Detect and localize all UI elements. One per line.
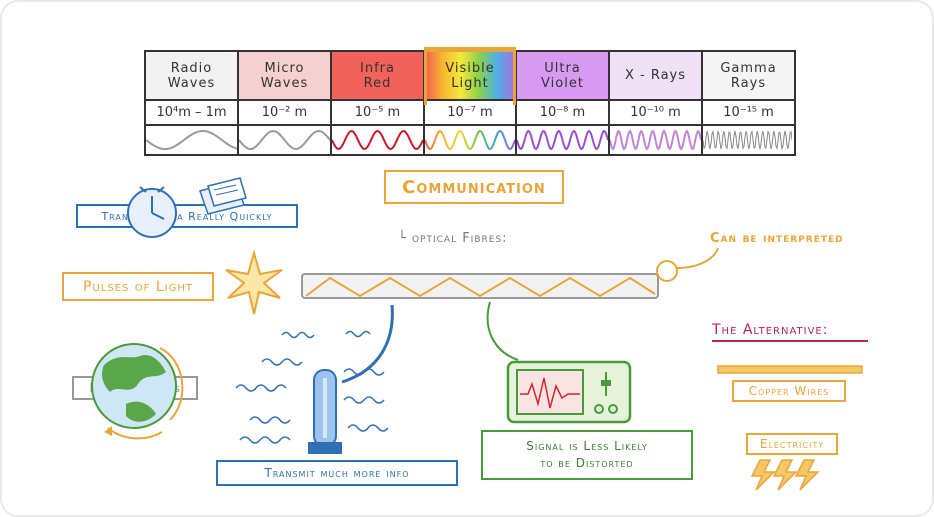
- transmit-data-label: Transmit Data Really Quickly: [76, 204, 298, 228]
- spectrum-name: Ultra Violet: [517, 52, 608, 99]
- spectrum-name: Radio Waves: [146, 52, 237, 99]
- spectrum-wave: [424, 129, 516, 151]
- transmit-more-info-label: Transmit much more info: [216, 460, 458, 486]
- alternative-heading: The Alternative:: [712, 322, 829, 338]
- spectrum-wave: [516, 129, 609, 151]
- communication-title: Communication: [384, 170, 564, 204]
- visible-light-highlight: [424, 47, 516, 105]
- spectrum-wave: [145, 129, 238, 151]
- spectrum-name: Visible Light: [425, 52, 515, 99]
- spectrum-wave: [331, 130, 424, 150]
- spectrum-wave: [609, 129, 702, 151]
- spectrum-wavelength: 10⁻⁸ m: [517, 99, 608, 126]
- spectrum-wavelength: 10⁻⁷ m: [425, 99, 515, 126]
- copper-wires-label: Copper Wires: [732, 380, 846, 402]
- spectrum-wavelength: 10⁴m – 1m: [146, 99, 237, 126]
- spectrum-wavelength: 10⁻¹⁵ m: [703, 99, 794, 126]
- pulses-of-light-label: Pulses of Light: [62, 272, 214, 301]
- can-be-interpreted-label: Can be interpreted: [710, 231, 844, 246]
- electricity-label: Electricity: [746, 433, 838, 455]
- spectrum-wavelength: 10⁻¹⁰ m: [610, 99, 701, 126]
- long-distances-label: Long Distances: [72, 376, 198, 400]
- spectrum-name: X - Rays: [610, 52, 701, 99]
- spectrum-wavelength: 10⁻² m: [239, 99, 330, 126]
- spectrum-name: Gamma Rays: [703, 52, 794, 99]
- spectrum-wave: [238, 129, 331, 151]
- spectrum-name: Micro Waves: [239, 52, 330, 99]
- spectrum-wavelength: 10⁻⁵ m: [332, 99, 423, 126]
- signal-less-distorted-label: Signal is Less Likely to be Distorted: [481, 430, 693, 480]
- optical-fibres-label: └ optical Fibres:: [398, 231, 508, 246]
- visible-light-highlight-top: [424, 47, 516, 52]
- spectrum-wave: [702, 129, 793, 151]
- spectrum-name: Infra Red: [332, 52, 423, 99]
- alternative-underline: [712, 340, 868, 342]
